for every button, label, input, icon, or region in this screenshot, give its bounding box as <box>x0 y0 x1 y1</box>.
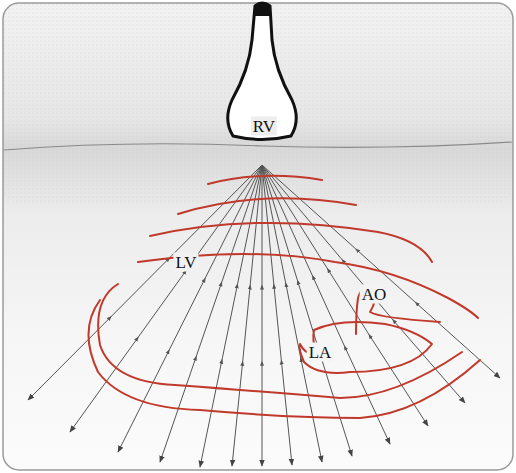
part-label: LV <box>173 253 198 272</box>
frame <box>3 3 513 470</box>
part-label: RV <box>251 117 277 136</box>
part-label: LA <box>307 343 334 362</box>
ultrasound-beams <box>28 165 500 467</box>
skin-line <box>4 142 512 150</box>
transducer <box>228 2 297 140</box>
heart-outlines <box>88 176 480 418</box>
part-label: AO <box>360 285 389 304</box>
